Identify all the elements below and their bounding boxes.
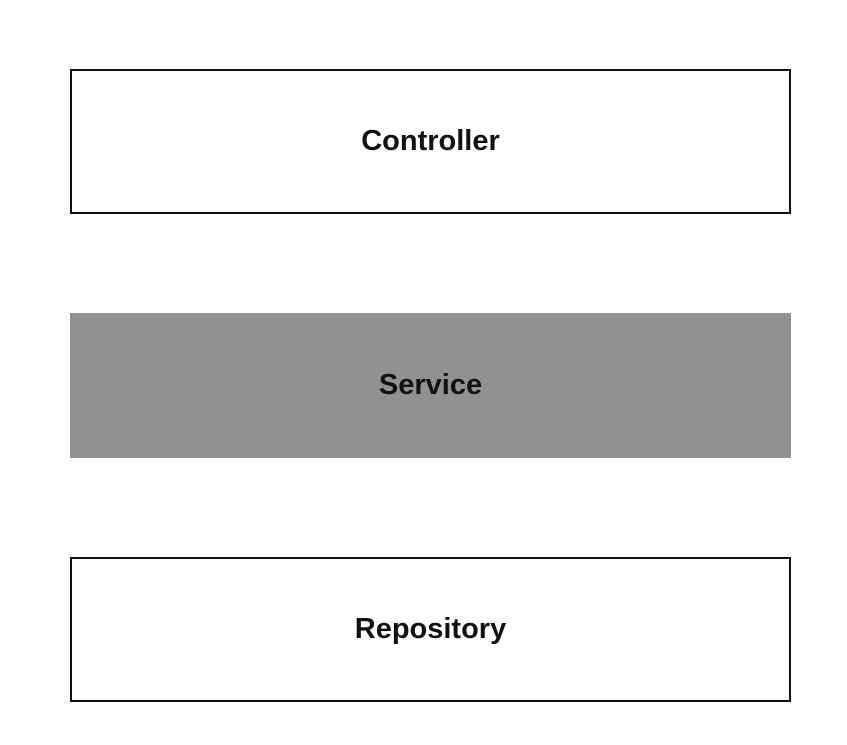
controller-layer-box: Controller: [70, 69, 791, 214]
repository-layer-box: Repository: [70, 557, 791, 702]
repository-layer-label: Repository: [354, 613, 507, 645]
service-layer-box: Service: [70, 313, 791, 458]
controller-layer-label: Controller: [361, 125, 500, 157]
service-layer-label: Service: [378, 369, 483, 401]
